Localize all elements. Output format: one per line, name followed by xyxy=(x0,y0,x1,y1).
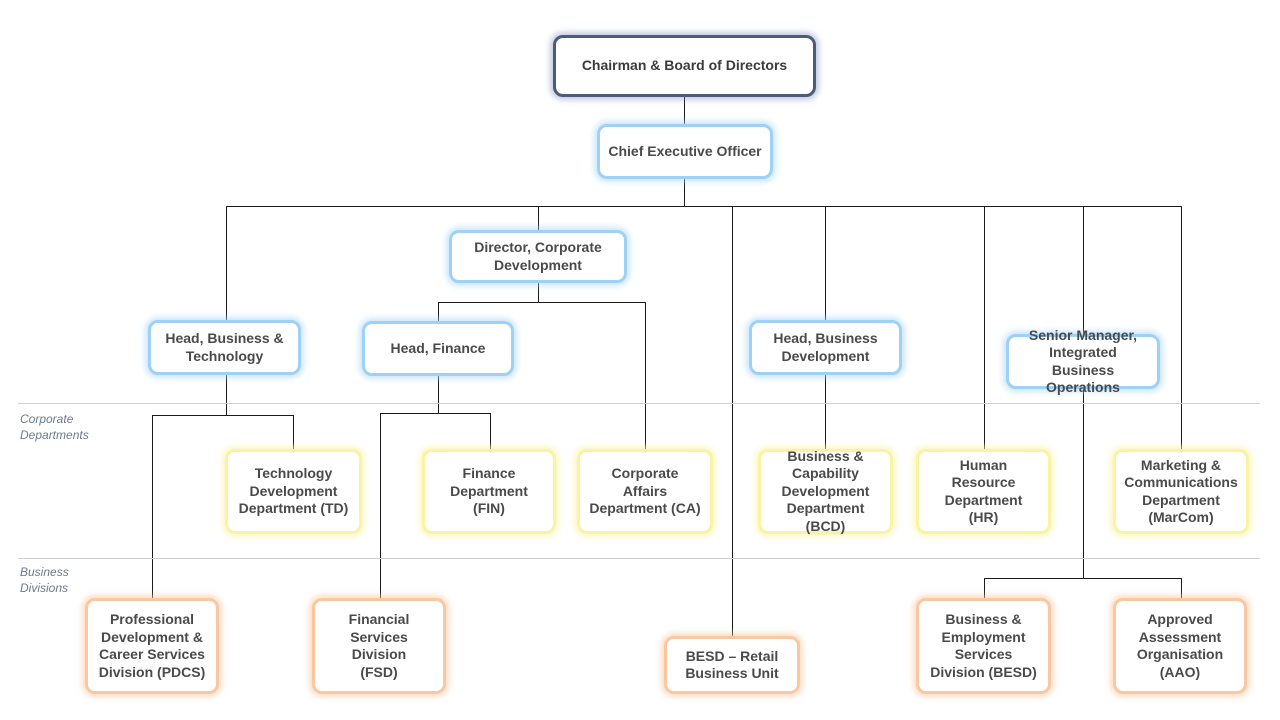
connector xyxy=(438,302,646,303)
business-divisions-divider xyxy=(18,558,1260,559)
connector xyxy=(825,206,826,321)
connector xyxy=(438,302,439,322)
connector xyxy=(1181,206,1182,449)
corporate-affairs-department-box: Corporate Affairs Department (CA) xyxy=(577,449,713,534)
connector xyxy=(226,206,227,321)
connector xyxy=(380,413,491,414)
connector xyxy=(380,413,381,598)
connector xyxy=(684,178,685,206)
ceo-box: Chief Executive Officer xyxy=(597,124,773,179)
connector xyxy=(825,374,826,449)
connector xyxy=(684,96,685,124)
head-business-technology-box: Head, Business & Technology xyxy=(148,320,301,375)
technology-development-department-box: Technology Development Department (TD) xyxy=(225,449,362,534)
business-divisions-label: Business Divisions xyxy=(20,565,69,595)
chairman-board-box: Chairman & Board of Directors xyxy=(553,35,816,97)
corporate-departments-label: Corporate Departments xyxy=(20,412,89,442)
besd-retail-business-unit-box: BESD – Retail Business Unit xyxy=(664,636,800,694)
director-corporate-development-box: Director, Corporate Development xyxy=(449,230,627,283)
connector xyxy=(984,206,985,449)
connector xyxy=(538,206,539,230)
corporate-departments-divider xyxy=(18,403,1260,404)
connector xyxy=(984,578,985,598)
marketing-communications-department-box: Marketing & Communications Department (M… xyxy=(1113,449,1249,534)
connector xyxy=(226,374,227,416)
financial-services-division-box: Financial Services Division (FSD) xyxy=(312,598,446,694)
pdcs-division-box: Professional Development & Career Servic… xyxy=(85,598,219,694)
connector xyxy=(538,282,539,302)
connector xyxy=(438,375,439,414)
connector xyxy=(152,415,294,416)
connector xyxy=(732,206,733,636)
connector xyxy=(645,302,646,449)
connector xyxy=(984,578,1182,579)
business-employment-services-division-box: Business & Employment Services Division … xyxy=(916,598,1051,694)
connector xyxy=(1083,206,1084,334)
business-capability-development-department-box: Business & Capability Development Depart… xyxy=(758,448,893,534)
connector xyxy=(1181,578,1182,598)
connector xyxy=(293,415,294,449)
connector xyxy=(226,206,1182,207)
head-business-development-box: Head, Business Development xyxy=(749,320,902,375)
finance-department-box: Finance Department (FIN) xyxy=(422,449,556,534)
human-resource-department-box: Human Resource Department (HR) xyxy=(916,449,1051,534)
connector xyxy=(152,415,153,598)
head-finance-box: Head, Finance xyxy=(362,321,514,376)
connector xyxy=(1083,388,1084,579)
connector xyxy=(490,413,491,449)
approved-assessment-organisation-box: Approved Assessment Organisation (AAO) xyxy=(1113,598,1247,694)
senior-manager-integrated-business-operations-box: Senior Manager, Integrated Business Oper… xyxy=(1006,327,1160,395)
